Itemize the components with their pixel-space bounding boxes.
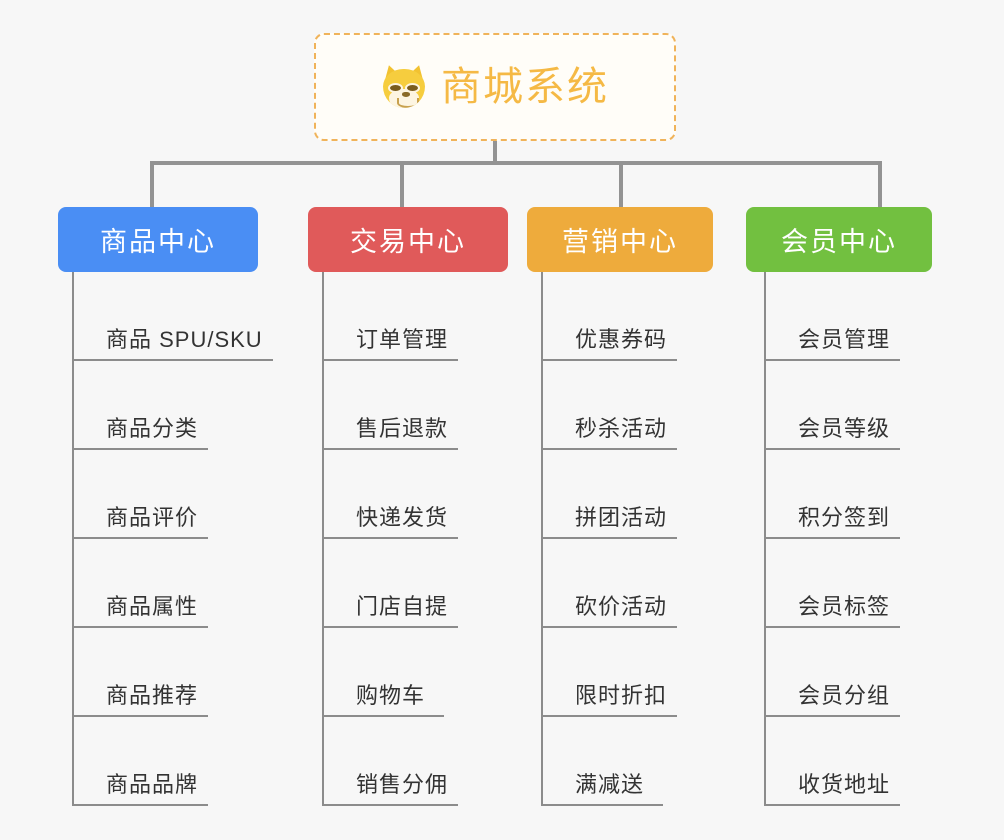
leaf-item[interactable]: 订单管理 [324, 272, 508, 361]
leaf-item[interactable]: 砍价活动 [543, 539, 727, 628]
leaf-item[interactable]: 销售分佣 [324, 717, 508, 806]
leaf-item[interactable]: 会员标签 [766, 539, 946, 628]
leaf-item[interactable]: 优惠券码 [543, 272, 727, 361]
leaf-label: 快递发货 [356, 505, 449, 530]
connector-bus [150, 161, 880, 165]
leaf-label: 商品属性 [106, 594, 199, 619]
branch-marketing-center: 营销中心 优惠券码 秒杀活动 拼团活动 砍价活动 限时折扣 满减送 [527, 207, 727, 806]
branch-header-trade-center[interactable]: 交易中心 [308, 207, 508, 272]
branch-header-member-center[interactable]: 会员中心 [746, 207, 932, 272]
dog-eye-right [405, 83, 420, 93]
leaf-label: 商品评价 [106, 505, 199, 530]
leaf-label: 限时折扣 [575, 683, 668, 708]
branch-title-trade-center: 交易中心 [350, 227, 466, 257]
root-title: 商城系统 [441, 65, 609, 109]
leaf-item[interactable]: 会员等级 [766, 361, 946, 450]
leaf-item[interactable]: 售后退款 [324, 361, 508, 450]
leaf-label: 砍价活动 [575, 594, 668, 619]
dog-eye-left [388, 83, 403, 93]
branch-trade-center: 交易中心 订单管理 售后退款 快递发货 门店自提 购物车 销售分佣 [308, 207, 508, 806]
branch-title-product-center: 商品中心 [100, 227, 216, 257]
leaf-item[interactable]: 秒杀活动 [543, 361, 727, 450]
leaf-label: 秒杀活动 [575, 416, 668, 441]
leaf-label: 商品推荐 [106, 683, 199, 708]
connector-stem [493, 141, 497, 163]
connector-drop-product-center [150, 161, 154, 207]
leaf-item[interactable]: 会员分组 [766, 628, 946, 717]
leaf-item[interactable]: 会员管理 [766, 272, 946, 361]
leaf-label: 门店自提 [356, 594, 449, 619]
leaf-label: 积分签到 [798, 505, 891, 530]
branch-header-product-center[interactable]: 商品中心 [58, 207, 258, 272]
connector-drop-member-center [878, 161, 882, 207]
leaf-item[interactable]: 商品 SPU/SKU [74, 272, 273, 361]
leaf-label: 商品品牌 [106, 772, 199, 797]
shiba-dog-icon [380, 62, 428, 109]
branch-title-member-center: 会员中心 [781, 227, 897, 257]
dog-mouth [397, 98, 419, 108]
leaf-item[interactable]: 快递发货 [324, 450, 508, 539]
leaf-label: 收货地址 [798, 772, 891, 797]
leaf-item[interactable]: 商品分类 [74, 361, 258, 450]
leaf-label: 会员标签 [798, 594, 891, 619]
leaf-item[interactable]: 拼团活动 [543, 450, 727, 539]
root-node[interactable]: 商城系统 [314, 33, 676, 141]
leaf-label: 会员管理 [798, 327, 891, 352]
leaf-label: 优惠券码 [575, 327, 668, 352]
leaf-item[interactable]: 积分签到 [766, 450, 946, 539]
dog-nose [402, 92, 410, 97]
branch-items-product-center: 商品 SPU/SKU 商品分类 商品评价 商品属性 商品推荐 商品品牌 [72, 272, 273, 806]
branch-header-marketing-center[interactable]: 营销中心 [527, 207, 713, 272]
branch-product-center: 商品中心 商品 SPU/SKU 商品分类 商品评价 商品属性 商品推荐 商品品牌 [58, 207, 273, 806]
branch-items-member-center: 会员管理 会员等级 积分签到 会员标签 会员分组 收货地址 [764, 272, 946, 806]
leaf-label: 购物车 [356, 683, 426, 708]
leaf-item[interactable]: 收货地址 [766, 717, 946, 806]
leaf-label: 售后退款 [356, 416, 449, 441]
leaf-item[interactable]: 满减送 [543, 717, 727, 806]
leaf-item[interactable]: 门店自提 [324, 539, 508, 628]
leaf-label: 拼团活动 [575, 505, 668, 530]
leaf-label: 满减送 [575, 772, 645, 797]
branch-member-center: 会员中心 会员管理 会员等级 积分签到 会员标签 会员分组 收货地址 [746, 207, 946, 806]
dog-head [383, 69, 425, 108]
leaf-label: 会员分组 [798, 683, 891, 708]
leaf-item[interactable]: 商品推荐 [74, 628, 258, 717]
leaf-label: 会员等级 [798, 416, 891, 441]
connector-drop-marketing-center [619, 161, 623, 207]
leaf-item[interactable]: 商品评价 [74, 450, 258, 539]
leaf-item[interactable]: 限时折扣 [543, 628, 727, 717]
leaf-label: 订单管理 [356, 327, 449, 352]
leaf-item[interactable]: 商品属性 [74, 539, 258, 628]
branch-title-marketing-center: 营销中心 [562, 227, 678, 257]
connector-drop-trade-center [400, 161, 404, 207]
leaf-item[interactable]: 商品品牌 [74, 717, 258, 806]
leaf-label: 销售分佣 [356, 772, 449, 797]
branch-items-trade-center: 订单管理 售后退款 快递发货 门店自提 购物车 销售分佣 [322, 272, 508, 806]
leaf-label: 商品 SPU/SKU [106, 327, 263, 352]
branch-items-marketing-center: 优惠券码 秒杀活动 拼团活动 砍价活动 限时折扣 满减送 [541, 272, 727, 806]
leaf-label: 商品分类 [106, 416, 199, 441]
leaf-item[interactable]: 购物车 [324, 628, 508, 717]
